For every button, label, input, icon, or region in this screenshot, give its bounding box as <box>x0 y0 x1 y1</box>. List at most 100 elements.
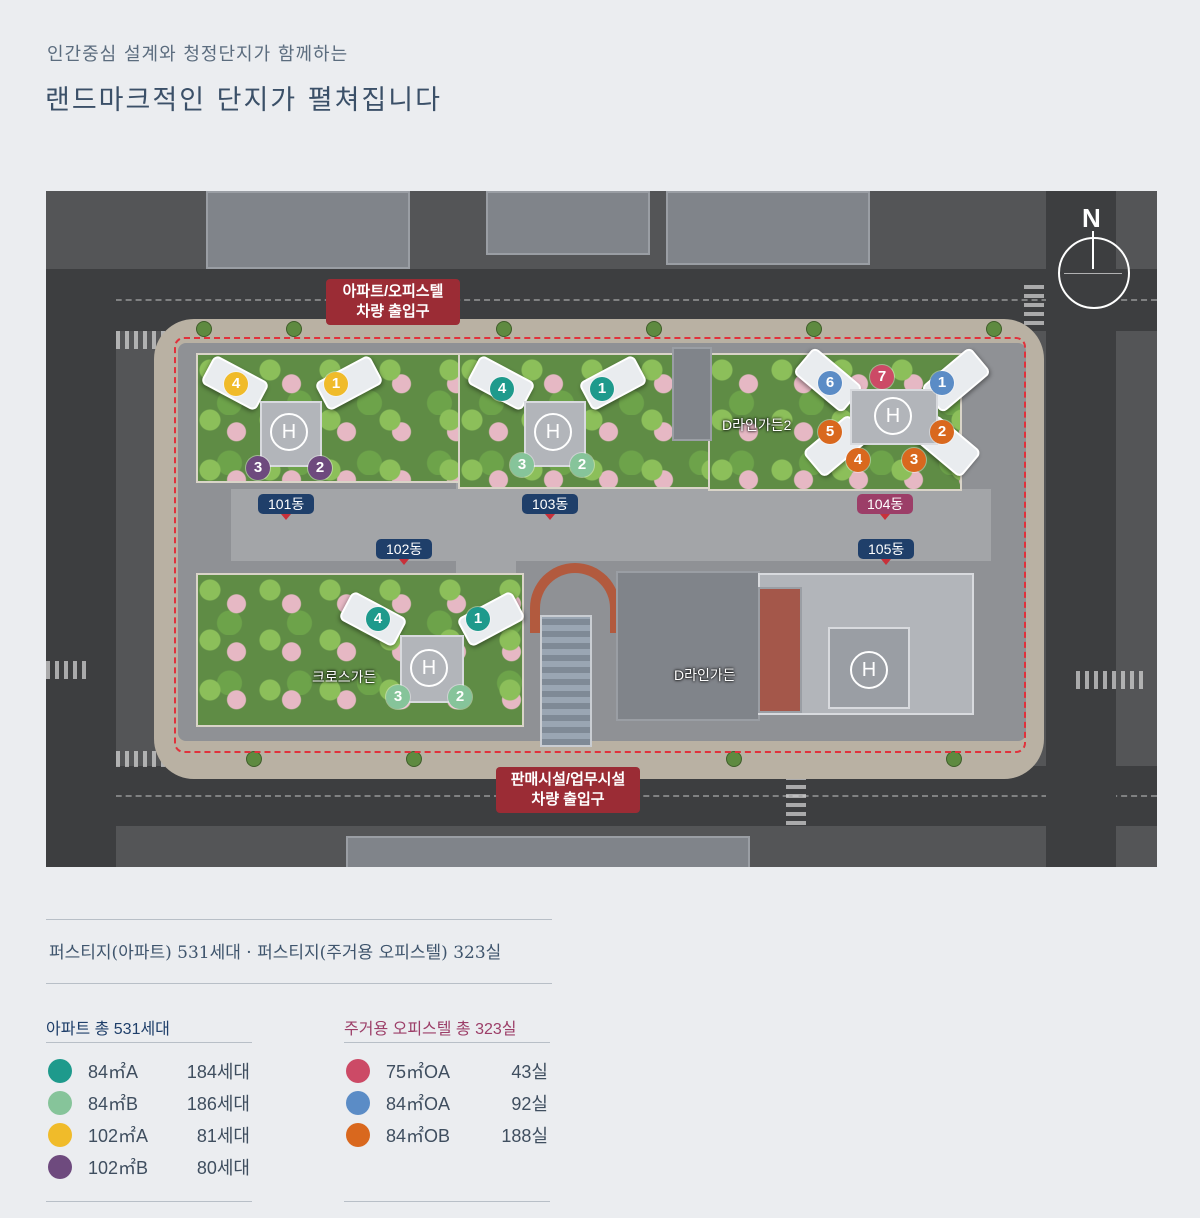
street-tree <box>946 751 962 767</box>
street-tree <box>986 321 1002 337</box>
unit-marker-102B: 3 <box>246 456 270 480</box>
unit-marker-84A: 1 <box>590 377 614 401</box>
street-tree <box>726 751 742 767</box>
compass-crosshair <box>1064 273 1122 274</box>
street-tree <box>496 321 512 337</box>
area-label-cross-garden: 크로스가든 <box>312 669 377 685</box>
commercial-ramp <box>530 563 620 633</box>
unit-marker-84OB: 4 <box>846 448 870 472</box>
unit-marker-84B: 3 <box>386 685 410 709</box>
legend-heading-officetel: 주거용 오피스텔 총 323실 <box>344 1021 517 1038</box>
entrance-label-commercial: 판매시설/업무시설 차량 출입구 <box>496 767 640 813</box>
legend-row-84OB: 84㎡OB 188실 <box>346 1122 548 1148</box>
legend-row-75OA: 75㎡OA 43실 <box>346 1058 548 1084</box>
divider <box>46 1042 252 1043</box>
unit-marker-84OB: 5 <box>818 420 842 444</box>
parking-entry-building <box>672 347 712 441</box>
commercial-block <box>616 571 760 721</box>
legend-count: 43실 <box>511 1062 548 1082</box>
helipad-icon: H <box>850 651 888 689</box>
crosswalk <box>116 331 166 349</box>
legend-count: 184세대 <box>186 1062 250 1082</box>
unit-marker-84A: 4 <box>490 377 514 401</box>
north-building <box>206 191 410 269</box>
legend-count: 80세대 <box>196 1158 250 1178</box>
unit-marker-84OA: 6 <box>818 371 842 395</box>
divider <box>344 1042 550 1043</box>
area-label-d-line-garden-2: D라인가든2 <box>722 417 792 433</box>
compass-north-label: N <box>1082 203 1101 233</box>
unit-marker-84OA: 1 <box>930 371 954 395</box>
legend-type: 102㎡A <box>88 1126 149 1146</box>
building-label-105: 105동 <box>858 539 915 565</box>
unit-marker-102B: 2 <box>308 456 332 480</box>
unit-marker-84OB: 3 <box>902 448 926 472</box>
legend-type: 84㎡OA <box>386 1094 451 1114</box>
legend-count: 92실 <box>511 1094 548 1114</box>
legend-swatch-84OA <box>346 1091 370 1115</box>
unit-marker-102A: 4 <box>224 372 248 396</box>
unit-marker-84B: 2 <box>570 453 594 477</box>
building-label-103: 103동 <box>522 494 579 520</box>
helipad-icon: H <box>534 413 572 451</box>
legend-swatch-75OA <box>346 1059 370 1083</box>
legend-count: 188실 <box>501 1126 548 1146</box>
legend-type: 84㎡OB <box>386 1126 451 1146</box>
building-label-104: 104동 <box>857 494 914 520</box>
helipad-icon: H <box>874 397 912 435</box>
divider <box>46 1201 252 1202</box>
street-tree <box>246 751 262 767</box>
street-tree <box>646 321 662 337</box>
legend-swatch-84A <box>48 1059 72 1083</box>
unit-marker-84B: 3 <box>510 453 534 477</box>
legend-row-84A: 84㎡A 184세대 <box>48 1058 250 1084</box>
crosswalk <box>46 661 86 679</box>
crosswalk <box>1024 281 1044 325</box>
page-subtitle: 인간중심 설계와 청정단지가 함께하는 <box>47 44 349 65</box>
legend-row-102A: 102㎡A 81세대 <box>48 1122 250 1148</box>
unit-marker-84B: 2 <box>448 685 472 709</box>
road-north-lane <box>46 299 1157 301</box>
divider <box>46 983 552 984</box>
street-tree <box>286 321 302 337</box>
street-tree <box>406 751 422 767</box>
legend-row-84OA: 84㎡OA 92실 <box>346 1090 548 1116</box>
road-west <box>46 269 116 867</box>
south-building <box>346 836 750 867</box>
crosswalk <box>1076 671 1146 689</box>
unit-marker-84A: 1 <box>466 607 490 631</box>
compass-icon <box>1058 237 1130 309</box>
legend-count: 186세대 <box>186 1094 250 1114</box>
divider <box>344 1201 550 1202</box>
legend-type: 102㎡B <box>88 1158 149 1178</box>
unit-marker-75OA: 7 <box>870 365 894 389</box>
legend-row-84B: 84㎡B 186세대 <box>48 1090 250 1116</box>
household-summary: 퍼스티지(아파트) 531세대 · 퍼스티지(주거용 오피스텔) 323실 <box>49 943 502 963</box>
building-label-101: 101동 <box>258 494 315 520</box>
legend-swatch-84OB <box>346 1123 370 1147</box>
site-plan-map: H H H H H 4 1 3 2 4 1 3 2 6 7 1 5 2 4 3 <box>46 191 1157 867</box>
crosswalk <box>116 751 166 767</box>
page-title: 랜드마크적인 단지가 펼쳐집니다 <box>45 85 442 116</box>
legend-count: 81세대 <box>196 1126 250 1146</box>
building-105-roof-deck <box>758 587 802 713</box>
crosswalk <box>786 769 806 825</box>
legend-heading-apartment: 아파트 총 531세대 <box>46 1021 170 1038</box>
compass-needle <box>1092 231 1094 269</box>
entrance-label-apartment-officetel: 아파트/오피스텔 차량 출입구 <box>326 279 460 325</box>
helipad-icon: H <box>410 649 448 687</box>
legend-type: 84㎡A <box>88 1062 139 1082</box>
legend-swatch-84B <box>48 1091 72 1115</box>
legend-row-102B: 102㎡B 80세대 <box>48 1154 250 1180</box>
unit-marker-84OB: 2 <box>930 420 954 444</box>
site-boundary <box>174 337 1026 753</box>
legend-swatch-102B <box>48 1155 72 1179</box>
legend-type: 75㎡OA <box>386 1062 451 1082</box>
unit-marker-84A: 4 <box>366 607 390 631</box>
area-label-d-line-garden: D라인가든 <box>674 667 736 683</box>
north-building <box>486 191 650 255</box>
street-tree <box>196 321 212 337</box>
street-tree <box>806 321 822 337</box>
building-label-102: 102동 <box>376 539 433 565</box>
unit-marker-102A: 1 <box>324 372 348 396</box>
